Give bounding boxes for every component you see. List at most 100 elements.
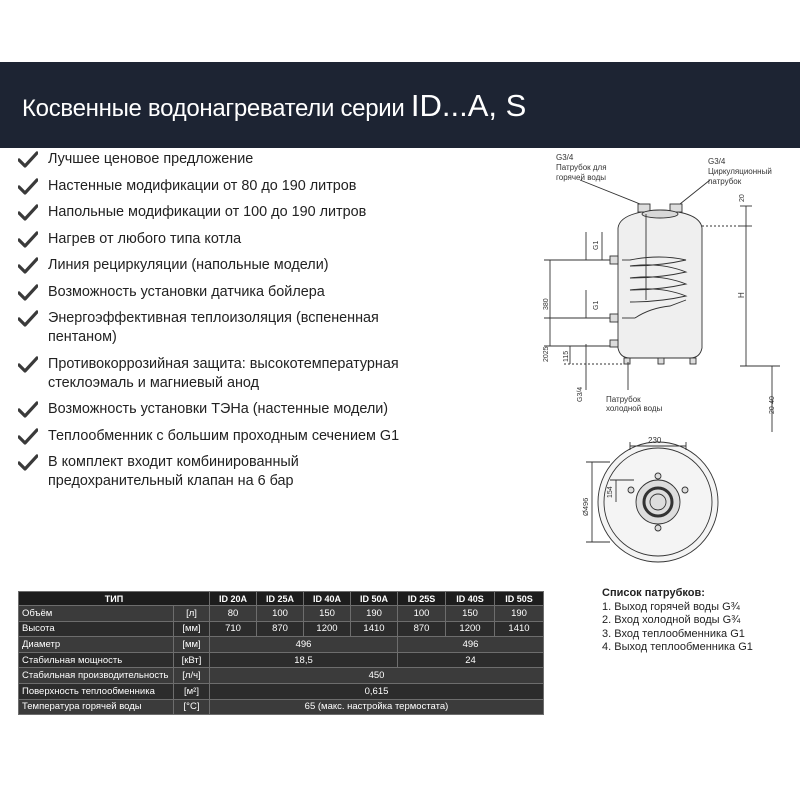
table-row: Стабильная производительность [л/ч] 450 — [18, 667, 544, 684]
legend-item: 3. Вход теплообменника G1 — [602, 627, 745, 640]
dimension-20-40: 20-40 — [769, 396, 776, 414]
column-header: ID 50S — [494, 591, 544, 606]
fittings-legend: Список патрубков: 1. Выход горячей воды … — [602, 587, 797, 655]
feature-item: Настенные модификации от 80 до 190 литро… — [18, 177, 418, 196]
legend-title: Список патрубков: — [602, 587, 705, 599]
param-name: Температура горячей воды — [18, 698, 174, 716]
legend-item: 1. Выход горячей воды G¾ — [602, 600, 740, 613]
boiler-technical-drawing: G3/4 Патрубок для горячей воды G3/4 Цирк… — [543, 153, 780, 563]
column-header: ID 40A — [303, 591, 351, 606]
check-icon — [18, 204, 38, 221]
table-cell: 24 — [397, 651, 544, 669]
feature-item: В комплект входит комбинированный предох… — [18, 453, 418, 491]
table-cell: 100 — [256, 605, 304, 622]
table-cell: 710 — [209, 620, 257, 638]
tank-top-view — [597, 441, 719, 563]
feature-text: Теплообменник с большим проходным сечени… — [48, 427, 400, 444]
dimension-380: 380 — [543, 298, 550, 310]
feature-item: Энергоэффективная теплоизоляция (вспенен… — [18, 309, 418, 347]
page-title: Косвенные водонагреватели серии ID...A, … — [22, 88, 526, 124]
top-cap — [641, 209, 679, 219]
feature-text: Линия рециркуляции (напольные модели) — [48, 257, 329, 273]
table-row: Поверхность теплообменника [м²] 0,615 — [18, 682, 544, 700]
dimension-g1-bottom: G1 — [593, 301, 600, 310]
feature-text: Возможность установки ТЭНа (настенные мо… — [48, 401, 389, 417]
check-icon — [18, 151, 38, 168]
feature-text: Настенные модификации от 80 до 190 литро… — [48, 177, 357, 194]
table-cell: 190 — [494, 605, 544, 622]
dimension-154: 154 — [607, 486, 614, 498]
table-cell: 496 — [397, 636, 544, 653]
cold-water-label-2: холодной воды — [606, 404, 663, 413]
heat-exchanger-coil — [622, 256, 688, 319]
circulation-label-1: Циркуляционный — [708, 167, 772, 176]
check-icon — [18, 283, 38, 301]
feature-text: Возможность установки датчика бойлера — [48, 283, 325, 300]
param-name: Объём — [18, 605, 174, 622]
table-cell: 190 — [350, 605, 398, 622]
check-icon — [18, 177, 38, 195]
feature-item: Лучшее ценовое предложение — [18, 150, 418, 169]
table-cell: 1200 — [303, 620, 351, 638]
dimension-20: 20 — [739, 194, 746, 202]
table-row: Высота [мм] 710 870 1200 1410 870 1200 1… — [18, 620, 544, 638]
table-cell: 870 — [256, 620, 304, 638]
circulation-label-2: патрубок — [708, 177, 742, 186]
dimension-h: H — [737, 292, 746, 298]
param-name: Высота — [18, 620, 174, 638]
specifications-table: ТИП ID 20A ID 25A ID 40A ID 50A ID 25S I… — [18, 591, 544, 716]
dimension-diameter: Ø496 — [581, 498, 590, 516]
param-unit: [м²] — [173, 682, 210, 700]
column-header: ID 40S — [445, 591, 495, 606]
dimension-g34: G3/4 — [577, 387, 584, 402]
table-cell: 80 — [209, 605, 257, 622]
page-title-text: Косвенные водонагреватели серии — [22, 95, 411, 122]
table-cell: 450 — [209, 667, 544, 684]
feature-item: Напольные модификации от 100 до 190 литр… — [18, 203, 418, 222]
feature-text: Нагрев от любого типа котла — [48, 230, 242, 247]
column-header: ID 50A — [350, 591, 398, 606]
feature-text: В комплект входит комбинированный предох… — [48, 454, 299, 489]
param-name: Диаметр — [18, 636, 174, 653]
param-name: Поверхность теплообменника — [18, 682, 174, 700]
feature-item: Линия рециркуляции (напольные модели) — [18, 256, 418, 275]
table-cell: 870 — [397, 620, 446, 638]
cold-water-label-1: Патрубок — [606, 395, 641, 404]
legend-item: 2. Вход холодной воды G¾ — [602, 614, 741, 627]
table-cell: 18,5 — [209, 651, 398, 669]
feature-text: Напольные модификации от 100 до 190 литр… — [48, 204, 367, 220]
feature-text: Лучшее ценовое предложение — [48, 151, 254, 167]
title-banner: Косвенные водонагреватели серии ID...A, … — [0, 62, 800, 148]
feature-text: Энергоэффективная теплоизоляция (вспенен… — [48, 310, 379, 345]
hot-water-label-1: Патрубок для — [556, 163, 607, 172]
table-row: Объём [л] 80 100 150 190 100 150 190 — [18, 605, 544, 622]
check-icon — [18, 310, 38, 327]
table-cell: 65 (макс. настройка термостата) — [209, 698, 544, 716]
table-cell: 150 — [445, 605, 495, 622]
table-row: Диаметр [мм] 496 496 — [18, 636, 544, 653]
table-cell: 0,615 — [209, 682, 544, 700]
table-cell: 150 — [303, 605, 351, 622]
check-icon — [18, 230, 38, 248]
feature-item: Противокоррозийная защита: высокотемпера… — [18, 355, 418, 393]
column-header: ID 25S — [397, 591, 446, 606]
circulation-thread: G3/4 — [708, 157, 726, 166]
param-unit: [л/ч] — [173, 667, 210, 684]
dimension-2025: 2025 — [543, 346, 550, 362]
hot-water-thread: G3/4 — [556, 153, 574, 162]
check-icon — [18, 401, 38, 418]
table-header-row: ТИП ID 20A ID 25A ID 40A ID 50A ID 25S I… — [18, 591, 544, 606]
table-row: Температура горячей воды [°C] 65 (макс. … — [18, 698, 544, 716]
table-cell: 496 — [209, 636, 398, 653]
page-title-series: ID...A, S — [410, 88, 527, 123]
param-unit: [мм] — [173, 620, 210, 638]
feature-item: Нагрев от любого типа котла — [18, 230, 418, 249]
dimension-g1-top: G1 — [593, 241, 600, 250]
param-unit: [°C] — [173, 698, 210, 716]
hot-water-label-2: горячей воды — [556, 173, 606, 182]
table-cell: 1410 — [494, 620, 544, 638]
param-unit: [мм] — [173, 636, 210, 653]
check-icon — [18, 355, 38, 373]
param-unit: [л] — [173, 605, 210, 622]
table-cell: 1200 — [445, 620, 495, 638]
